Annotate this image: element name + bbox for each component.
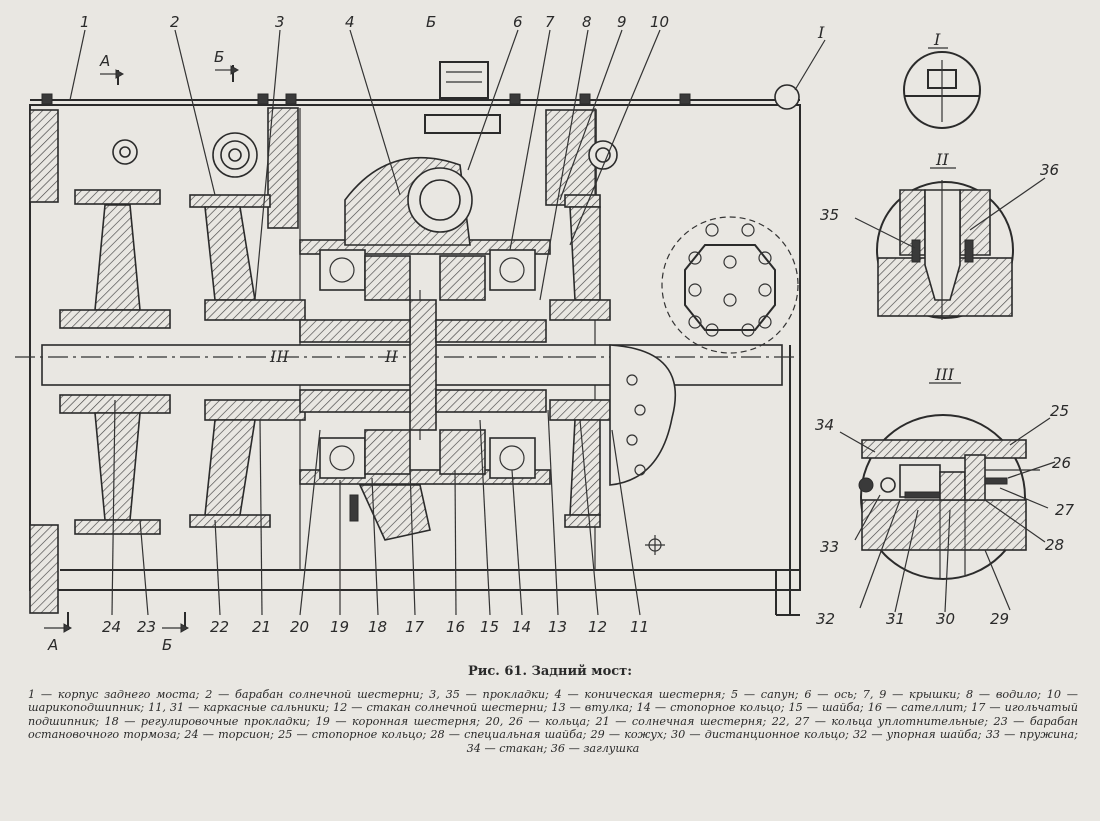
callout-view-3: III (269, 347, 290, 366)
legend-item: 24 — торсион; (184, 728, 279, 742)
legend-item: 29 — кожух; (590, 728, 672, 742)
callout-6: 6 (513, 13, 523, 31)
legend-item: 8 — водило; (966, 688, 1047, 701)
section-mark-b-bottom: Б (162, 636, 172, 654)
legend-item: 17 — игольчатый подшипник; (28, 701, 1078, 728)
legend-item: 32 — упорная шайба; (852, 728, 986, 742)
callout-35: 35 (820, 206, 839, 224)
callout-26: 26 (1052, 454, 1071, 472)
legend-item: 36 — заглушка (550, 741, 640, 755)
callout-8: 8 (582, 13, 592, 31)
callout-22: 22 (210, 618, 229, 636)
top-bolts (41, 61, 800, 134)
legend-item: 30 — дистанционное кольцо; (671, 728, 853, 742)
flange-view (661, 216, 799, 354)
legend-item: 16 — сателлит; (867, 701, 972, 715)
callout-view-2: II (384, 347, 398, 366)
section-mark-b-top: Б (214, 48, 224, 66)
callout-32: 32 (816, 610, 835, 628)
callout-1: 1 (80, 13, 90, 31)
legend-item: 7, 9 — крышки; (862, 688, 967, 701)
legend-item: 22, 27 — кольца уплотнительные; (771, 714, 994, 728)
callout-15: 15 (480, 618, 499, 636)
section-mark-a-bottom: А (47, 636, 58, 654)
legend-item: 4 — коническая шестерня; (554, 688, 731, 701)
leader-lines (69, 29, 826, 616)
callout-17: 17 (405, 618, 425, 636)
legend-item: 21 — солнечная шестерня; (595, 714, 772, 728)
callout-view-1: I (817, 23, 825, 42)
section-arrows (44, 65, 240, 633)
callout-21: 21 (252, 618, 271, 636)
legend-item: 3, 35 — прокладки; (429, 688, 555, 701)
legend-item: 19 — коронная шестерня; (315, 714, 486, 728)
legend-item: 14 — стопорное кольцо; (636, 701, 789, 715)
legend-item: 12 — стакан солнечной шестерни; (333, 701, 552, 715)
brake-drum-upper (59, 132, 306, 329)
legend-item: 6 — ось; (804, 688, 863, 701)
callout-12: 12 (588, 618, 607, 636)
legend-item: 34 — стакан; (466, 741, 551, 755)
callout-24: 24 (102, 618, 121, 636)
callout-13: 13 (548, 618, 567, 636)
callout-10: 10 (650, 13, 669, 31)
callout-16: 16 (446, 618, 465, 636)
callout-25: 25 (1050, 402, 1069, 420)
detail-view-3: III (839, 365, 1056, 613)
legend-item: 13 — втулка; (551, 701, 637, 715)
callout-23: 23 (137, 618, 156, 636)
legend-item: 15 — шайба; (788, 701, 868, 715)
callout-2: 2 (170, 13, 180, 31)
callout-3: 3 (275, 13, 285, 31)
callout-29: 29 (990, 610, 1009, 628)
callout-14: 14 (512, 618, 531, 636)
callout-4: 4 (345, 13, 355, 31)
callout-30: 30 (936, 610, 955, 628)
detail-1-title: I (933, 30, 941, 49)
callout-20: 20 (290, 618, 309, 636)
brake-drum-lower (59, 394, 306, 535)
callout-18: 18 (368, 618, 387, 636)
figure-caption: Рис. 61. Задний мост: (467, 664, 633, 679)
callout-33: 33 (820, 538, 839, 556)
callout-27: 27 (1055, 501, 1075, 519)
detail-view-1: I (903, 30, 981, 129)
legend-item: 25 — стопорное кольцо; (278, 728, 431, 742)
callout-11: 11 (630, 618, 649, 636)
callout-7: 7 (545, 13, 555, 31)
detail-view-2: II (854, 150, 1046, 320)
callout-34: 34 (815, 416, 834, 434)
legend-item: 20, 26 — кольца; (485, 714, 596, 728)
detail-3-title: III (934, 365, 955, 384)
callout-31: 31 (886, 610, 905, 628)
rear-axle-drawing: I II III (15, 13, 1075, 654)
planetary-assembly (299, 156, 551, 541)
right-side-assembly (549, 140, 677, 555)
callout-9: 9 (617, 13, 627, 31)
parts-legend: 1 — корпус заднего моста; 2 — барабан со… (28, 688, 1078, 755)
callout-36: 36 (1040, 161, 1059, 179)
legend-item: 33 — пружина; (985, 728, 1078, 742)
callout-28: 28 (1045, 536, 1064, 554)
legend-item: 23 — барабан остановочного тормоза; (28, 714, 1079, 742)
legend-item: 5 — сапун; (730, 688, 805, 701)
legend-item: 1 — корпус заднего моста; (28, 688, 206, 701)
legend-item: 11, 31 — каркасные сальники; (148, 701, 334, 715)
legend-item: 2 — барабан солнечной шестерни; (205, 688, 430, 701)
callout-19: 19 (330, 618, 349, 636)
detail-2-title: II (935, 150, 949, 169)
callout-5: Б (426, 13, 436, 31)
legend-item: 28 — специальная шайба; (430, 728, 591, 742)
callout-labels: 1 2 3 4 6 7 8 9 10 24 23 22 21 20 19 18 … (47, 13, 1075, 654)
legend-item: 18 — регулировочные прокладки; (104, 714, 316, 728)
section-mark-a-top: А (99, 52, 110, 70)
legend-item: 10 — шарикоподшипник; (28, 688, 1078, 715)
